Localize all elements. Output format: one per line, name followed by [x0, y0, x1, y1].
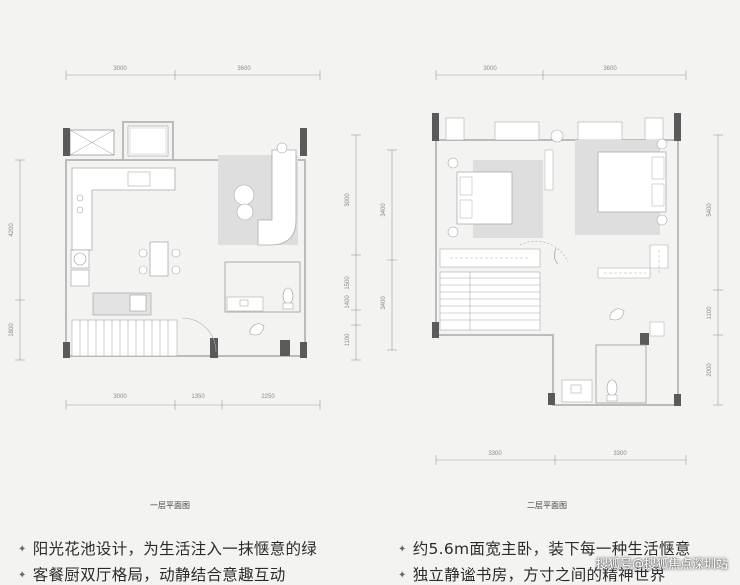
plan2-dim-right-2: 2000 — [707, 363, 713, 377]
plan1-balcony-window — [127, 125, 169, 157]
plan1-bottom-dimensions — [65, 400, 321, 410]
plan1-dim-left-0: 4200 — [9, 223, 15, 237]
plan2-dim-right-0: 5400 — [707, 203, 713, 217]
plan1-dim-top-0: 3000 — [113, 66, 127, 72]
watermark: 搜狐号@搜狐焦点深圳站 — [595, 557, 728, 571]
plan1-right-dimensions — [351, 134, 361, 361]
plan1-dining-table — [149, 241, 169, 277]
plan2-window-left — [445, 117, 465, 141]
plan1-dining-chairs — [138, 248, 181, 275]
plan2-dim-top-1: 3600 — [603, 66, 617, 72]
plan1-dim-right-1: 1500 — [345, 276, 351, 290]
plan2-dim-bottom-1: 3300 — [613, 451, 627, 457]
plan1-dim-top-1: 3600 — [237, 66, 251, 72]
plan1-bathroom — [224, 261, 301, 313]
plan2-dim-left-1: 3400 — [381, 296, 387, 310]
plan2-dim-right-1: 1100 — [707, 306, 713, 320]
plan1-washer-icon — [70, 249, 90, 269]
plan2-door-swing — [519, 240, 569, 263]
feature-item: ✦ 阳光花池设计，为生活注入一抹惬意的绿 — [18, 537, 317, 559]
plan-first-floor: 3000 3600 4200 1800 3000 1500 1400 1100 — [9, 66, 361, 410]
plan2-window-mid — [494, 121, 540, 141]
plan2-top-dimensions — [435, 70, 687, 80]
plan1-caption: 一层平面图 — [150, 501, 190, 510]
feature-text: 约5.6m面宽主卧，装下每一种生活惬意 — [412, 540, 691, 558]
plan2-plant-icon — [609, 308, 625, 321]
plan1-dim-right-3: 1100 — [345, 333, 351, 347]
plan1-dim-right-2: 1400 — [345, 295, 351, 309]
plan1-dim-right-0: 3000 — [345, 193, 351, 207]
plan1-left-dimensions — [15, 159, 25, 361]
plan2-dim-top-0: 3000 — [483, 66, 497, 72]
plan2-bathroom — [595, 344, 647, 404]
plan1-dim-bottom-0: 3000 — [113, 394, 127, 400]
plan1-top-dimensions — [65, 70, 321, 80]
plan-second-floor: 3000 3600 3400 3400 5400 1100 2000 — [381, 66, 723, 465]
plan1-door-swing — [181, 317, 217, 353]
feature-text: 客餐厨双厅格局，动静结合意趣互动 — [32, 566, 286, 584]
plan1-columns — [63, 128, 307, 358]
plan2-bottom-dimensions — [435, 455, 687, 465]
plan1-dim-left-1: 1800 — [9, 323, 15, 337]
star-bullet-icon: ✦ — [398, 570, 407, 581]
feature-text: 阳光花池设计，为生活注入一抹惬意的绿 — [32, 540, 318, 558]
plan1-dim-bottom-1: 1350 — [191, 394, 205, 400]
star-bullet-icon: ✦ — [398, 544, 407, 555]
plan1-plant-icon — [249, 323, 265, 336]
feature-item: ✦ 客餐厨双厅格局，动静结合意趣互动 — [18, 563, 286, 585]
plan2-left-dimensions — [387, 149, 397, 351]
plan1-coffee-table — [233, 184, 255, 206]
plan2-dim-bottom-0: 3300 — [488, 451, 502, 457]
plan2-right-dimensions — [713, 134, 723, 406]
plan1-sink-icon — [127, 171, 151, 187]
plan1-walls — [65, 121, 306, 357]
plan2-columns — [432, 113, 681, 406]
star-bullet-icon: ✦ — [18, 570, 27, 581]
plan2-caption: 二层平面图 — [527, 501, 567, 510]
plan2-wardrobe-right — [597, 244, 669, 279]
star-bullet-icon: ✦ — [18, 544, 27, 555]
plan2-stairs — [439, 271, 541, 331]
plan1-toilet-icon — [282, 287, 294, 305]
plan2-toilet-icon — [606, 379, 618, 397]
plan2-window-right — [577, 121, 623, 141]
feature-item: ✦ 约5.6m面宽主卧，装下每一种生活惬意 — [398, 537, 691, 559]
plan2-dim-left-0: 3400 — [381, 203, 387, 217]
plan1-dim-bottom-2: 2250 — [261, 394, 275, 400]
plan1-stairs — [71, 319, 178, 357]
plan1-kitchen-counter — [71, 167, 176, 251]
plan1-sofa — [257, 149, 297, 246]
